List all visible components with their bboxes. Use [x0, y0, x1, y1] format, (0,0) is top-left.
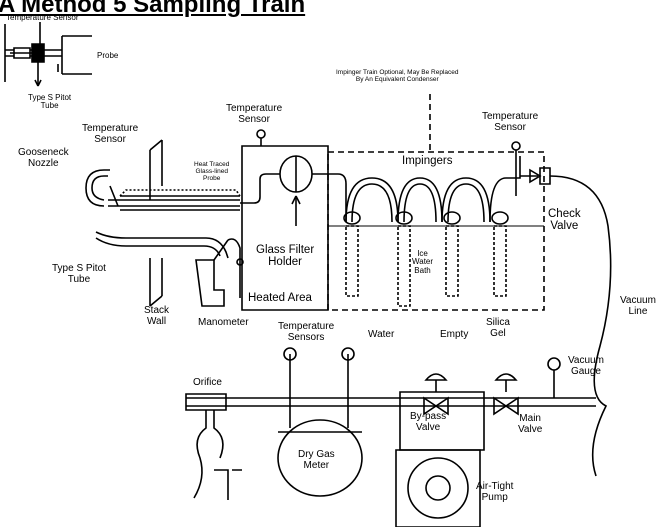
gooseneck-nozzle-label: Gooseneck Nozzle	[18, 147, 69, 169]
check-valve-label: Check Valve	[548, 208, 581, 233]
type-s-pitot-top-label: Type S Pitot Tube	[28, 93, 72, 111]
ice-water-bath-label: Ice Water Bath	[412, 249, 434, 275]
temp-sensor-left-label: Temperature Sensor	[82, 123, 139, 145]
heat-traced-probe-label: Heat Traced Glass-lined Probe	[194, 161, 230, 182]
dry-gas-meter-label: Dry Gas Meter	[298, 449, 335, 471]
temperature-sensors-label: Temperature Sensors	[278, 321, 335, 343]
main-valve-label: Main Valve	[518, 413, 543, 435]
temp-sensor-top-label: Temperature Sensor	[6, 13, 79, 22]
heated-area-label: Heated Area	[248, 292, 312, 304]
probe-inset	[5, 22, 92, 86]
bypass-valve-label: By-pass Valve	[410, 411, 447, 433]
glass-filter-label: Glass Filter Holder	[256, 244, 315, 269]
temp-sensor-heated-label: Temperature Sensor	[226, 103, 283, 125]
air-tight-pump-label: Air-Tight Pump	[476, 481, 514, 503]
diagram-title: A Method 5 Sampling Train	[0, 0, 306, 18]
manometer	[196, 239, 243, 306]
heated-area-box	[242, 146, 328, 310]
stack-wall-label: Stack Wall	[144, 305, 170, 327]
impinger-note-label: Impinger Train Optional, May Be Replaced…	[336, 69, 459, 83]
temp-sensor-heated-icon	[257, 130, 265, 138]
manometer-label: Manometer	[198, 317, 249, 328]
empty-label: Empty	[440, 329, 469, 340]
vacuum-line-label: Vacuum Line	[620, 295, 656, 317]
glass-filter-holder	[240, 156, 346, 226]
impinger-box	[328, 152, 544, 310]
temp-sensor-right-label: Temperature Sensor	[482, 111, 539, 133]
water-label: Water	[368, 329, 395, 340]
orifice-label: Orifice	[193, 377, 222, 388]
silica-gel-label: Silica Gel	[486, 317, 510, 339]
meter-console-lines	[186, 348, 596, 527]
probe-label: Probe	[97, 51, 119, 60]
impingers-label: Impingers	[402, 155, 453, 167]
vacuum-gauge-label: Vacuum Gauge	[568, 355, 604, 377]
impingers	[344, 142, 520, 306]
type-s-pitot-bottom-label: Type S Pitot Tube	[52, 263, 106, 285]
check-valve	[520, 168, 611, 476]
